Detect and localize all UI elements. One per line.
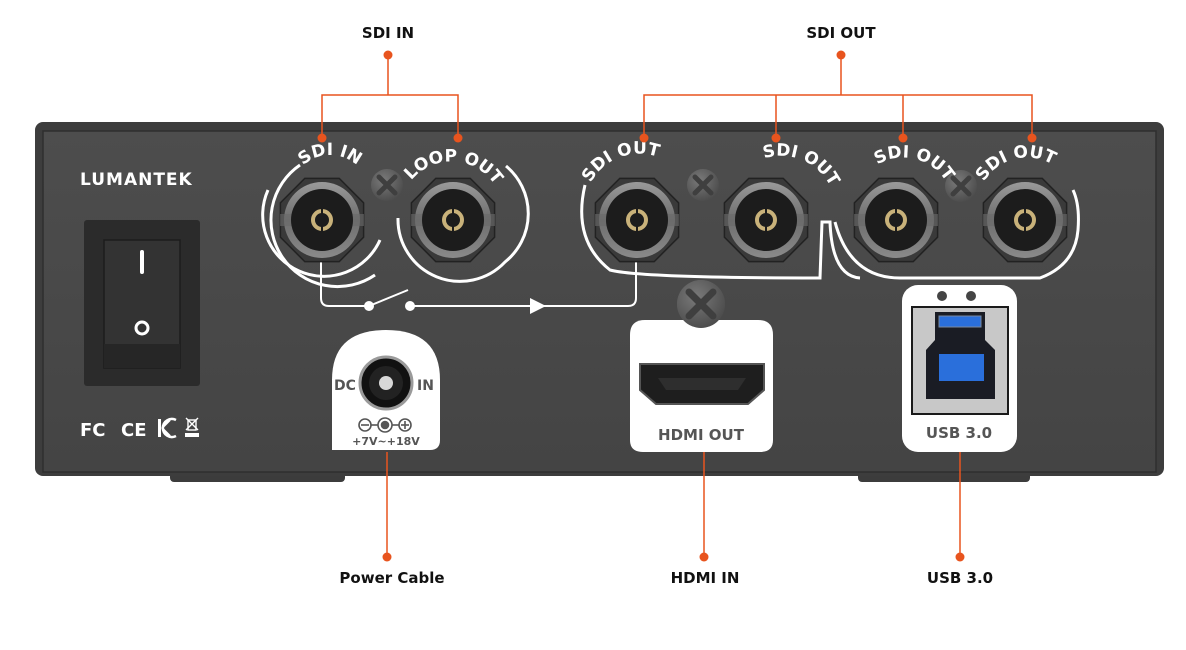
- callout-label-sdi-in: SDI IN: [362, 24, 414, 42]
- screw: [945, 170, 977, 202]
- power-switch[interactable]: [84, 220, 200, 386]
- usb-indicator: [937, 291, 947, 301]
- bracket-sdi-out-a: [580, 184, 861, 280]
- brand-logo: LUMANTEK: [80, 170, 193, 190]
- callout-dot: [699, 552, 709, 562]
- hdmi-out-port[interactable]: HDMI OUT: [630, 276, 773, 452]
- dc-power-port[interactable]: DC IN +7V~+18V: [332, 330, 440, 450]
- bnc-connector-6[interactable]: [982, 177, 1068, 263]
- fcc-mark: FC: [80, 420, 106, 441]
- callout-dot: [639, 133, 649, 143]
- screw: [371, 169, 403, 201]
- bracket-sdi-out-b: [833, 189, 1080, 280]
- loop-through-schematic: [320, 262, 637, 314]
- bnc-connector-4[interactable]: [723, 177, 809, 263]
- dc-voltage: +7V~+18V: [352, 435, 420, 448]
- bracket-loop-out: [396, 164, 530, 283]
- screw: [687, 169, 719, 201]
- kc-mark: [158, 417, 177, 439]
- callout-dot: [453, 133, 463, 143]
- callout-dot: [955, 552, 965, 562]
- callout-dot: [836, 50, 846, 60]
- callout-dot: [898, 133, 908, 143]
- switch-off-symbol: [134, 320, 150, 336]
- callout-dot: [317, 133, 327, 143]
- dc-label-left: DC: [334, 378, 356, 394]
- usb-indicator: [966, 291, 976, 301]
- bnc-connector-2[interactable]: [410, 177, 496, 263]
- callout-dot: [383, 50, 393, 60]
- callout-dot: [771, 133, 781, 143]
- callout-line-sdi-in: [321, 55, 459, 138]
- bracket-sdi-in: [269, 163, 376, 289]
- polarity-symbol: [358, 417, 412, 433]
- callout-dot: [382, 552, 392, 562]
- hdmi-out-label: HDMI OUT: [658, 426, 745, 444]
- usb-label: USB 3.0: [926, 424, 992, 442]
- callout-line-sdi-out: [643, 55, 1033, 138]
- callout-label-sdi-out: SDI OUT: [806, 24, 876, 42]
- callout-label-power: Power Cable: [339, 569, 444, 587]
- certification-marks: FC CE: [80, 417, 199, 441]
- dc-label-right: IN: [417, 378, 434, 394]
- switch-on-symbol: [140, 250, 144, 274]
- usb-port[interactable]: USB 3.0: [902, 285, 1017, 452]
- bnc-connector-5[interactable]: [853, 177, 939, 263]
- ce-mark: CE: [121, 420, 147, 441]
- callout-label-hdmi: HDMI IN: [671, 569, 740, 587]
- screw: [677, 280, 725, 328]
- callout-dot: [1027, 133, 1037, 143]
- bnc-connector-1[interactable]: [279, 177, 365, 263]
- callout-label-usb: USB 3.0: [927, 569, 993, 587]
- bnc-connector-3[interactable]: [594, 177, 680, 263]
- weee-mark: [185, 417, 199, 437]
